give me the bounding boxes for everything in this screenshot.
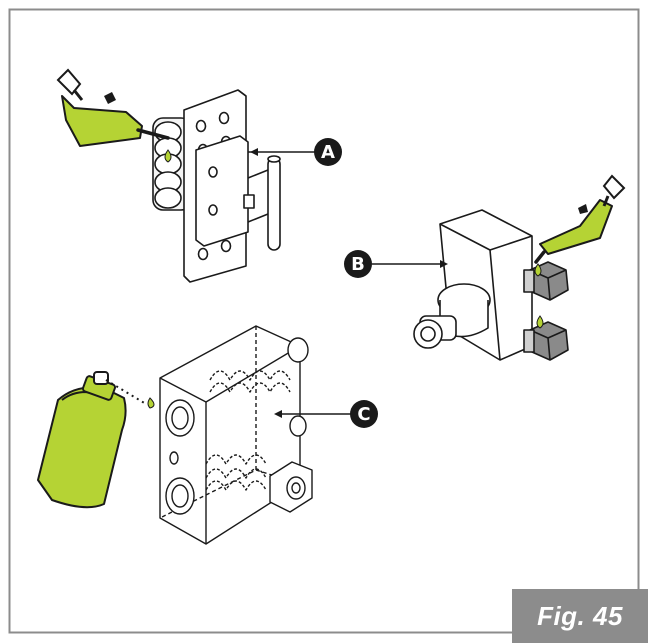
callout-c-label: C: [357, 404, 370, 425]
figure-label: Fig. 45: [512, 589, 648, 643]
component-b-block: [413, 209, 569, 361]
figure-border: [8, 8, 640, 634]
component-a-hinge: [152, 89, 281, 283]
oil-drop-icon: [534, 263, 542, 277]
callout-c: C: [274, 400, 378, 428]
spray-bottle-icon: [37, 371, 147, 509]
oil-can-icon: [56, 68, 170, 147]
callout-a-label: A: [321, 142, 335, 163]
callout-a: A: [248, 138, 342, 166]
callout-b-label: B: [351, 254, 365, 275]
oil-drop-icon: [536, 315, 544, 329]
component-c-spring-block: [159, 325, 313, 545]
callout-b: B: [344, 250, 448, 278]
oil-can-icon: [534, 174, 626, 264]
oil-drop-icon: [164, 149, 172, 163]
oil-drop-icon: [147, 397, 155, 409]
